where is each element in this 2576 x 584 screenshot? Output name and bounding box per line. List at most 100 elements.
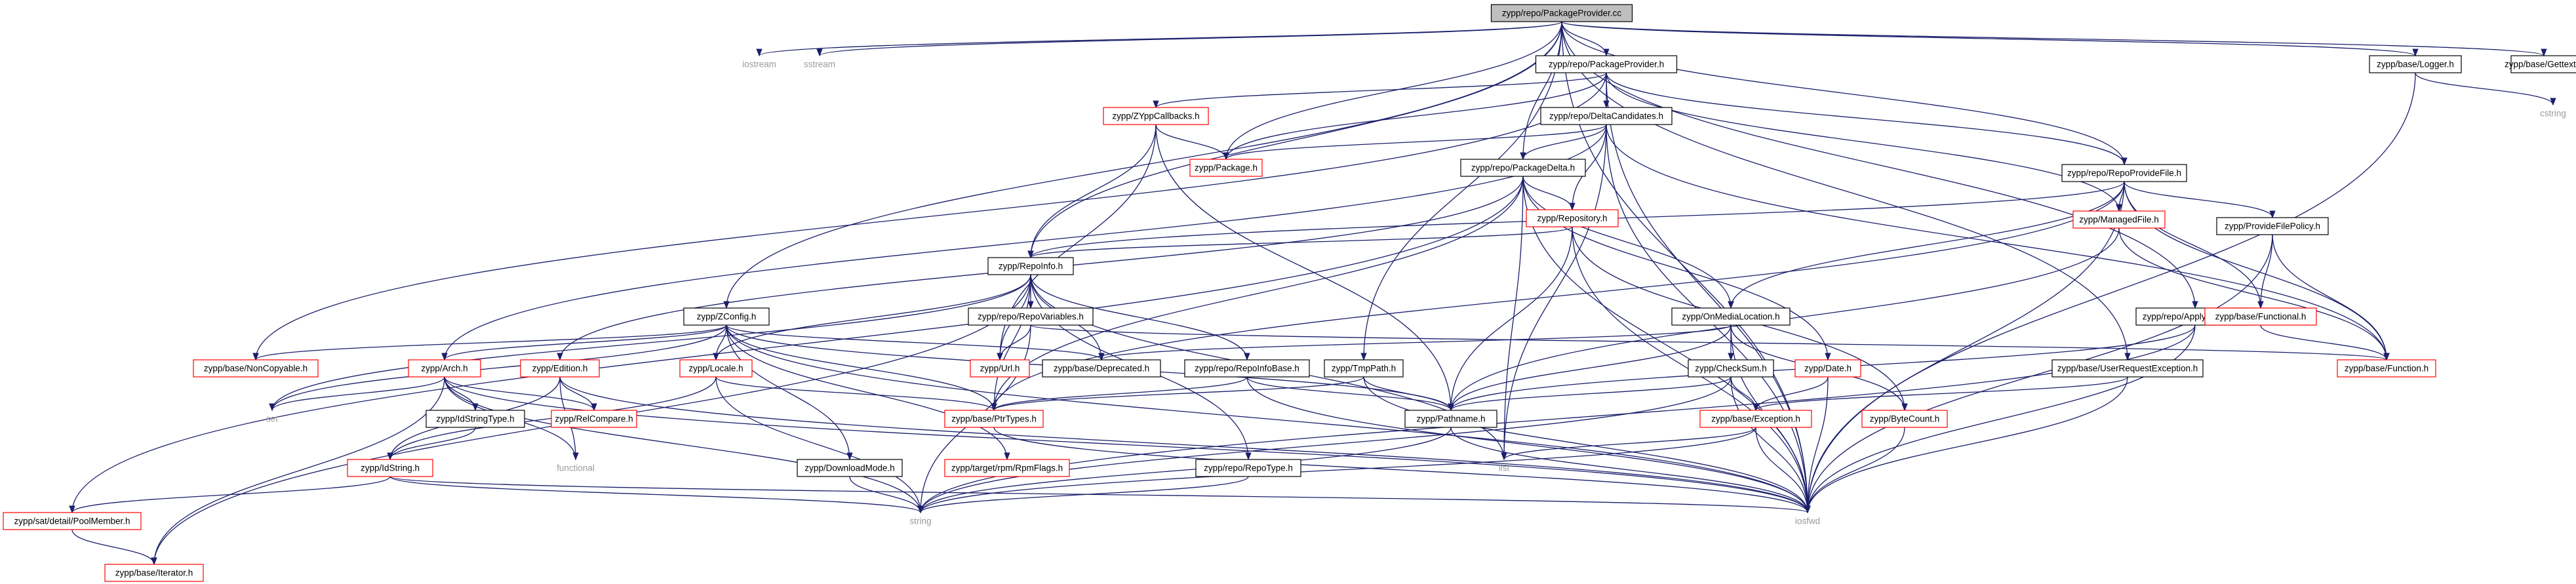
edge-root-to-tmppath [1360,21,1562,361]
edge-pp_h-to-repoprov [1606,72,2128,166]
edge-functional_h-to-function_h [2260,324,2390,361]
node-label-ptrtypes: zypp/base/PtrTypes.h [951,414,1037,424]
edge-root-to-logger [1561,21,2419,57]
node-root[interactable]: zypp/repo/PackageProvider.cc [1490,4,1633,22]
edge-providepolicy-to-function_h [2272,234,2390,361]
node-box-arch [408,359,481,378]
edge-zconfig-to-rpmflags [726,324,1010,461]
node-managedfile[interactable]: zypp/ManagedFile.h [2072,210,2166,229]
node-label-locale: zypp/Locale.h [688,364,743,374]
node-pp_h[interactable]: zypp/repo/PackageProvider.h [1535,55,1678,73]
node-zyppcb[interactable]: zypp/ZYppCallbacks.h [1103,107,1209,125]
node-label-iostream: iostream [742,60,776,69]
edge-downloadmode-to-string [849,476,924,514]
edge-arch-to-set [269,376,445,412]
node-repoinfo[interactable]: zypp/RepoInfo.h [987,257,1074,275]
node-label-edition: zypp/Edition.h [532,364,588,374]
edge-repository-to-pathname [1448,226,1573,412]
node-repoprov[interactable]: zypp/repo/RepoProvideFile.h [2061,164,2187,182]
node-repository[interactable]: zypp/Repository.h [1526,209,1619,227]
node-label-deprecated: zypp/base/Deprecated.h [1054,364,1149,374]
node-exception[interactable]: zypp/base/Exception.h [1699,410,1812,428]
edge-root-to-gettext [1561,21,2547,57]
node-checksum[interactable]: zypp/CheckSum.h [1688,359,1774,378]
node-label-deltacand: zypp/repo/DeltaCandidates.h [1549,111,1663,121]
node-noncopyable[interactable]: zypp/base/NonCopyable.h [193,359,319,378]
node-bytecount[interactable]: zypp/ByteCount.h [1861,410,1948,428]
edge-pkgdelta-to-repository [1522,176,1575,211]
node-logger[interactable]: zypp/base/Logger.h [2369,55,2462,73]
edge-pp_h-to-package [1223,72,1607,161]
node-repotype[interactable]: zypp/repo/RepoType.h [1195,459,1301,477]
node-box-repovars [968,307,1094,326]
node-date[interactable]: zypp/Date.h [1794,359,1861,378]
node-box-idstring [347,459,433,477]
node-function_h[interactable]: zypp/base/Function.h [2337,359,2436,378]
node-package[interactable]: zypp/Package.h [1189,159,1263,177]
node-edition[interactable]: zypp/Edition.h [520,359,600,378]
node-arch[interactable]: zypp/Arch.h [408,359,481,378]
node-idstringtype[interactable]: zypp/IdStringType.h [426,410,525,428]
node-label-idstringtype: zypp/IdStringType.h [436,414,514,424]
node-repovars[interactable]: zypp/repo/RepoVariables.h [968,307,1094,326]
node-box-poolmember [3,512,142,530]
node-deprecated[interactable]: zypp/base/Deprecated.h [1042,359,1161,378]
node-box-downloadmode [797,459,903,477]
node-deltacand[interactable]: zypp/repo/DeltaCandidates.h [1540,107,1673,125]
node-idstring[interactable]: zypp/IdString.h [347,459,433,477]
edge-onmedia-to-pathname [1448,324,1732,412]
edge-root-to-iostream [756,21,1562,57]
node-box-locale [679,359,753,378]
edge-zconfig-to-downloadmode [726,324,853,461]
node-tmppath[interactable]: zypp/TmpPath.h [1324,359,1404,378]
node-label-checksum: zypp/CheckSum.h [1695,364,1767,374]
edge-zconfig-to-deprecated [726,324,1105,361]
node-userreq[interactable]: zypp/base/UserRequestException.h [2051,359,2204,378]
node-functional_h[interactable]: zypp/base/Functional.h [2204,307,2317,326]
node-label-package: zypp/Package.h [1195,163,1258,173]
node-label-managedfile: zypp/ManagedFile.h [2079,215,2159,225]
node-box-idstringtype [426,410,525,428]
node-url[interactable]: zypp/Url.h [970,359,1030,378]
node-iterator[interactable]: zypp/base/Iterator.h [104,564,204,582]
node-rpmflags[interactable]: zypp/target/rpm/RpmFlags.h [944,459,1070,477]
edge-repovars-to-url [997,324,1031,361]
node-box-ptrtypes [944,410,1044,428]
edge-userreq-to-exception [1753,376,2128,412]
node-repoinfobase[interactable]: zypp/repo/RepoInfoBase.h [1184,359,1310,378]
node-box-exception [1699,410,1812,428]
node-ptrtypes[interactable]: zypp/base/PtrTypes.h [944,410,1044,428]
edge-idstring-to-poolmember [69,476,391,514]
edge-zconfig-to-arch [441,324,727,361]
node-box-repository [1526,209,1619,227]
node-downloadmode[interactable]: zypp/DownloadMode.h [797,459,903,477]
node-onmedia[interactable]: zypp/OnMediaLocation.h [1671,307,1791,326]
edge-logger-to-iosfwd [1804,72,2416,514]
node-providepolicy[interactable]: zypp/ProvideFilePolicy.h [2216,217,2329,235]
node-box-onmedia [1671,307,1791,326]
edge-zconfig-to-noncopyable [252,324,727,361]
node-box-noncopyable [193,359,319,378]
node-pkgdelta[interactable]: zypp/repo/PackageDelta.h [1460,159,1586,177]
node-zconfig[interactable]: zypp/ZConfig.h [683,307,770,326]
edge-repoprov-to-functional_h [2124,181,2264,309]
edge-logger-to-cstring [2415,72,2556,106]
node-pathname[interactable]: zypp/Pathname.h [1404,410,1497,428]
edge-repoinfo-to-repoinfobase [1030,274,1250,361]
edge-date-to-exception [1753,376,1829,412]
node-box-edition [520,359,600,378]
node-poolmember[interactable]: zypp/sat/detail/PoolMember.h [3,512,142,530]
node-relcompare[interactable]: zypp/RelCompare.h [551,410,637,428]
node-locale[interactable]: zypp/Locale.h [679,359,753,378]
dependency-edges [69,21,2556,566]
edge-userreq-to-iosfwd [1804,376,2128,514]
node-label-poolmember: zypp/sat/detail/PoolMember.h [14,516,130,526]
edge-exception-to-string [917,427,1756,514]
edge-root-to-zconfig [723,21,1562,309]
node-gettext[interactable]: zypp/base/Gettext.h [2505,55,2576,73]
node-iosfwd: iosfwd [1795,516,1820,526]
node-label-cstring: cstring [2540,109,2566,119]
edge-idstringtype-to-idstring [387,427,476,461]
node-box-pathname [1404,410,1497,428]
edge-tmppath-to-pathname [1363,376,1454,412]
